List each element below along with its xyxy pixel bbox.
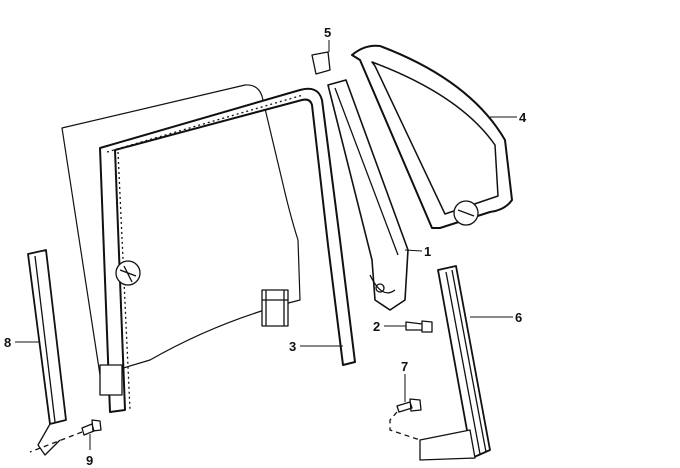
- callout-5: 5: [324, 25, 332, 40]
- guide-rail: [327, 79, 409, 311]
- glass-lifter-clip: [261, 289, 289, 327]
- screw-7: [396, 398, 422, 413]
- window-channel-seal: [99, 87, 356, 413]
- callout-7: 7: [401, 359, 409, 374]
- screw-9: [81, 419, 102, 436]
- glass-guide-bottom: [99, 364, 123, 396]
- screw-2: [405, 320, 433, 333]
- callout-4: 4: [519, 110, 527, 125]
- leader-lines: [15, 40, 517, 450]
- callout-2: 2: [373, 319, 381, 334]
- callout-3: 3: [289, 339, 297, 354]
- quarter-window-seal: [351, 44, 513, 229]
- callout-8: 8: [4, 335, 12, 350]
- trim-strip: [27, 249, 67, 456]
- cap-piece: [311, 51, 331, 75]
- callout-6: 6: [515, 310, 523, 325]
- pillar-strip: [419, 265, 491, 461]
- assembly-line: [29, 411, 421, 453]
- callout-1: 1: [424, 244, 432, 259]
- door-glass: [61, 84, 301, 376]
